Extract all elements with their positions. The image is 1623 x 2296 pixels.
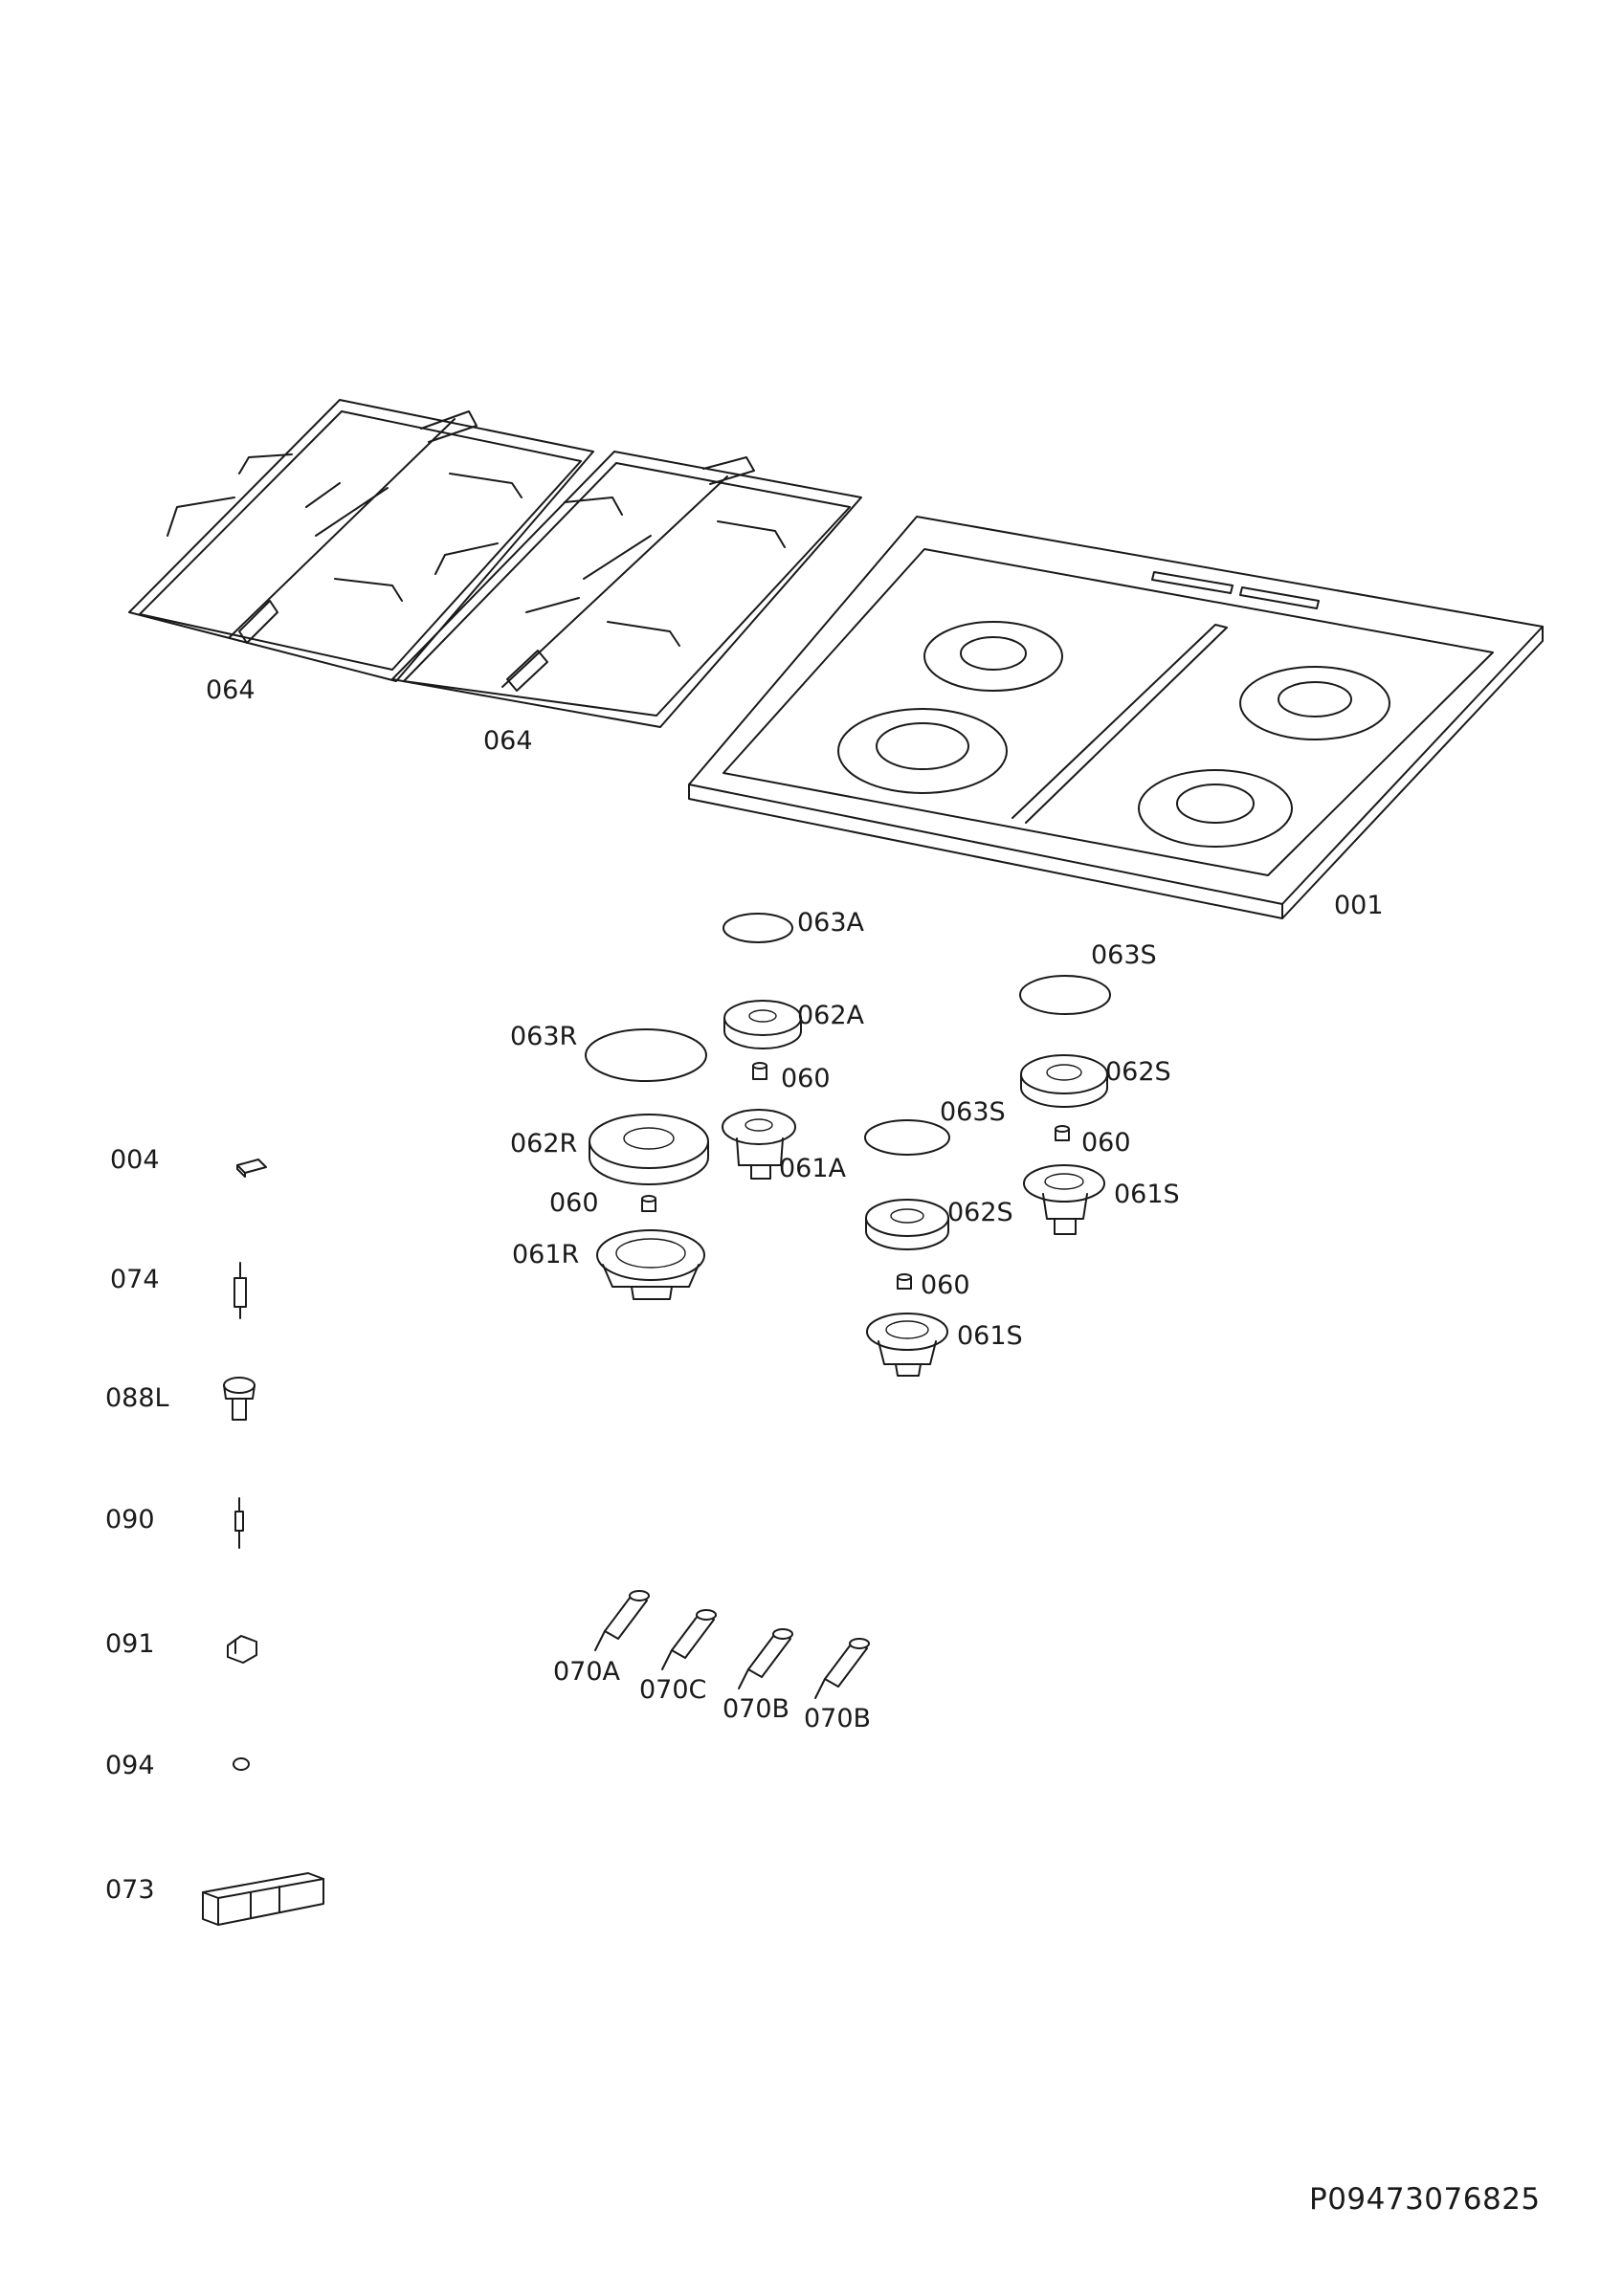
- label-063r: 063R: [510, 1022, 577, 1051]
- label-073: 073: [105, 1875, 155, 1905]
- label-061r: 061R: [512, 1240, 579, 1269]
- hob-top: [688, 516, 1544, 919]
- label-061s-right: 061S: [1114, 1180, 1180, 1209]
- part-094-ring: [233, 1757, 250, 1771]
- injector-060r: [641, 1195, 656, 1212]
- label-061a: 061A: [779, 1154, 847, 1183]
- injector-060a: [752, 1062, 767, 1080]
- label-070b-2: 070B: [804, 1704, 871, 1733]
- label-094: 094: [105, 1751, 155, 1780]
- burner-head-062s-center: [865, 1199, 949, 1250]
- label-060-sr: 060: [1081, 1128, 1131, 1158]
- burner-base-061s-right: [1023, 1164, 1105, 1235]
- label-061s-center: 061S: [957, 1321, 1023, 1351]
- part-073-ignition-switch: [202, 1872, 324, 1926]
- label-060-r: 060: [549, 1188, 599, 1218]
- label-062s-right: 062S: [1105, 1057, 1171, 1087]
- label-062s-center: 062S: [947, 1198, 1013, 1227]
- burner-head-062s-right: [1020, 1054, 1108, 1108]
- part-091-bracket: [227, 1635, 257, 1664]
- label-091: 091: [105, 1629, 155, 1659]
- label-001: 001: [1334, 891, 1384, 920]
- label-063s-right: 063S: [1091, 940, 1157, 970]
- part-074-thermocouple: [233, 1262, 247, 1319]
- label-060-a: 060: [781, 1064, 831, 1093]
- burner-cap-063s-center: [864, 1119, 950, 1156]
- label-062r: 062R: [510, 1129, 577, 1159]
- document-id: P09473076825: [1309, 2182, 1541, 2217]
- gas-tap-070b-2: [814, 1638, 870, 1699]
- label-064-right: 064: [483, 726, 533, 756]
- burner-head-062r: [589, 1114, 709, 1185]
- part-090-spark-plug: [234, 1497, 244, 1549]
- part-004-clip: [236, 1159, 267, 1178]
- burner-cap-063s-right: [1019, 975, 1111, 1015]
- burner-base-061r: [596, 1229, 705, 1300]
- label-062a: 062A: [797, 1001, 865, 1030]
- burner-base-061a: [722, 1109, 796, 1180]
- burner-cap-063a: [723, 913, 793, 943]
- part-088l-knob: [223, 1377, 256, 1421]
- label-090: 090: [105, 1505, 155, 1534]
- label-064-left: 064: [206, 675, 256, 705]
- label-004: 004: [110, 1145, 160, 1175]
- burner-cap-063r: [585, 1028, 707, 1082]
- label-063a: 063A: [797, 908, 865, 938]
- injector-060sc: [897, 1273, 912, 1290]
- label-070a: 070A: [553, 1657, 621, 1687]
- label-060-sc: 060: [921, 1270, 970, 1300]
- burner-head-062a: [723, 1000, 802, 1049]
- pan-support-left: [128, 399, 594, 682]
- injector-060sr: [1055, 1125, 1070, 1141]
- pan-support-right: [391, 451, 862, 728]
- label-070c: 070C: [639, 1675, 706, 1705]
- label-063s-center: 063S: [940, 1097, 1006, 1127]
- gas-tap-070a: [594, 1590, 650, 1651]
- label-088l: 088L: [105, 1383, 169, 1413]
- label-070b-1: 070B: [723, 1694, 789, 1724]
- label-074: 074: [110, 1265, 160, 1294]
- gas-tap-070c: [661, 1609, 717, 1670]
- gas-tap-070b-1: [738, 1628, 793, 1689]
- burner-base-061s-center: [866, 1313, 948, 1377]
